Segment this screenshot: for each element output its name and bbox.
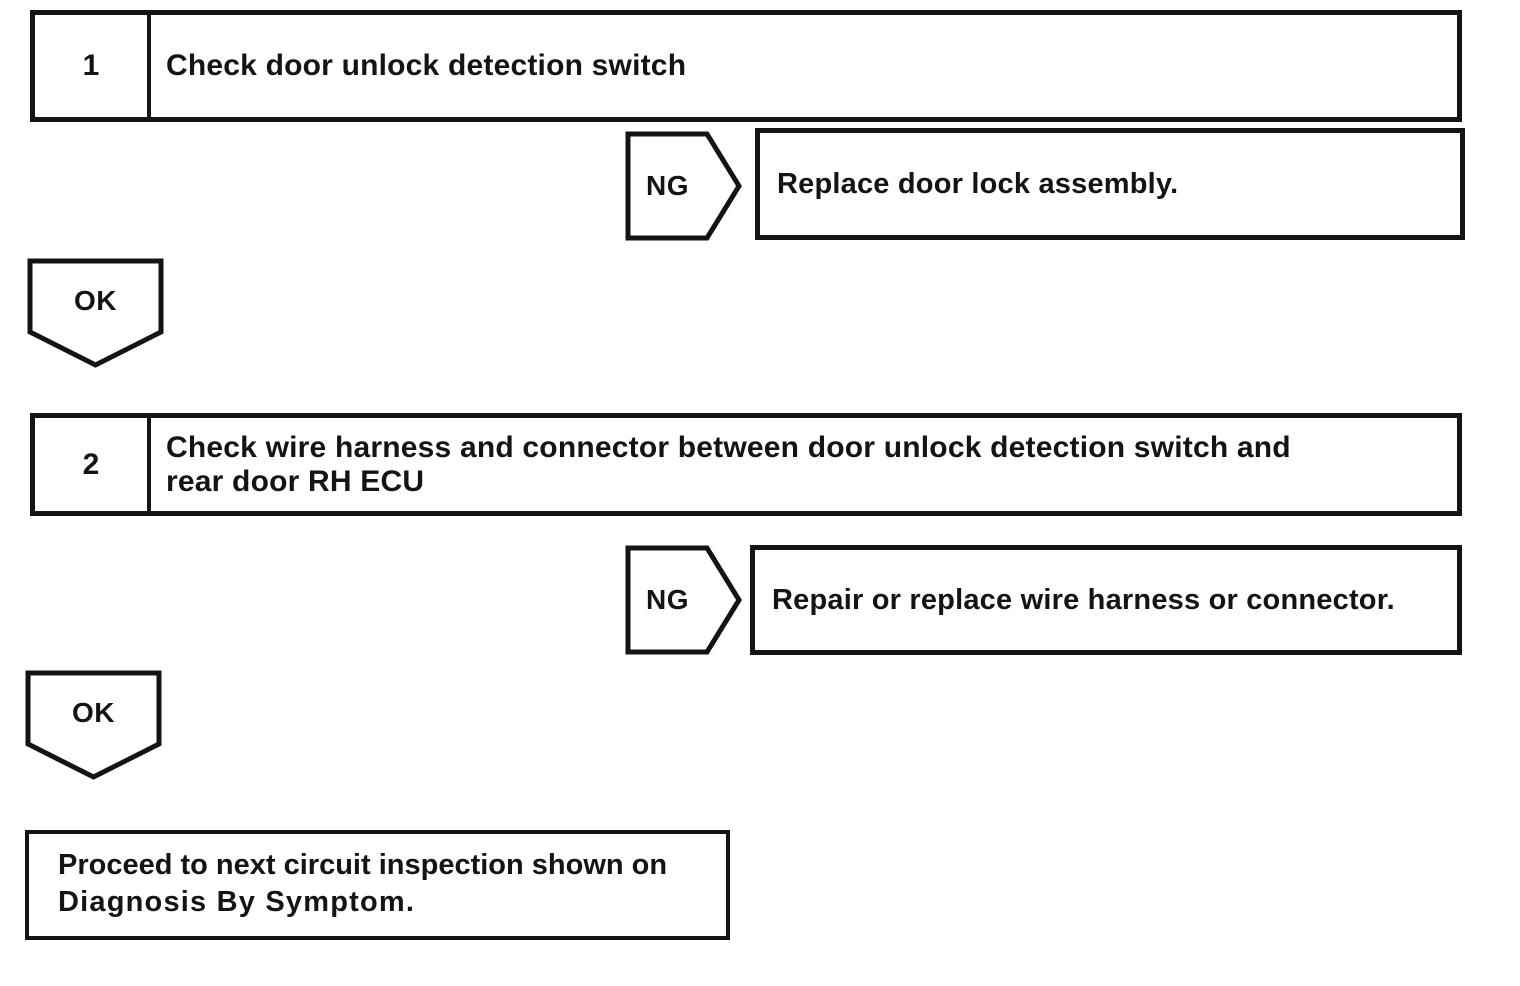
step-1-box: 1 Check door unlock detection switch — [30, 10, 1462, 122]
step-1-ok-connector: OK — [27, 258, 164, 368]
ok-arrow-down-icon — [25, 670, 162, 780]
step-2-title-line-1: Check wire harness and connector between… — [166, 430, 1291, 464]
step-2-ok-connector: OK — [25, 670, 162, 780]
step-2-ng-action-box: Repair or replace wire harness or connec… — [750, 545, 1462, 655]
step-2-ng-label: NG — [646, 584, 689, 615]
ng-arrow-right-icon — [625, 131, 742, 241]
ng-arrow-right-icon — [625, 545, 742, 655]
step-1-ng-action-box: Replace door lock assembly. — [755, 128, 1465, 240]
step-2-box: 2 Check wire harness and connector betwe… — [30, 413, 1462, 516]
step-2-title: Check wire harness and connector between… — [151, 418, 1457, 511]
step-2-ng-connector: NG — [625, 545, 742, 655]
ok-arrow-down-icon — [27, 258, 164, 368]
step-2-ok-label: OK — [72, 697, 115, 728]
step-2-ng-action-text: Repair or replace wire harness or connec… — [772, 583, 1395, 616]
step-1-number: 1 — [35, 15, 151, 117]
step-1-ng-action-text: Replace door lock assembly. — [777, 167, 1179, 200]
step-1-ng-connector: NG — [625, 131, 742, 241]
step-1-ok-label: OK — [74, 285, 117, 316]
terminal-box: Proceed to next circuit inspection shown… — [25, 830, 730, 940]
step-1-title-line-1: Check door unlock detection switch — [166, 49, 687, 82]
step-1-title: Check door unlock detection switch — [151, 15, 1457, 117]
step-1-ng-label: NG — [646, 170, 689, 201]
step-2-title-line-2: rear door RH ECU — [166, 464, 425, 498]
terminal-text-line-2: Diagnosis By Symptom. — [58, 886, 416, 918]
step-2-number: 2 — [35, 418, 151, 511]
terminal-text-line-1: Proceed to next circuit inspection shown… — [58, 849, 668, 881]
